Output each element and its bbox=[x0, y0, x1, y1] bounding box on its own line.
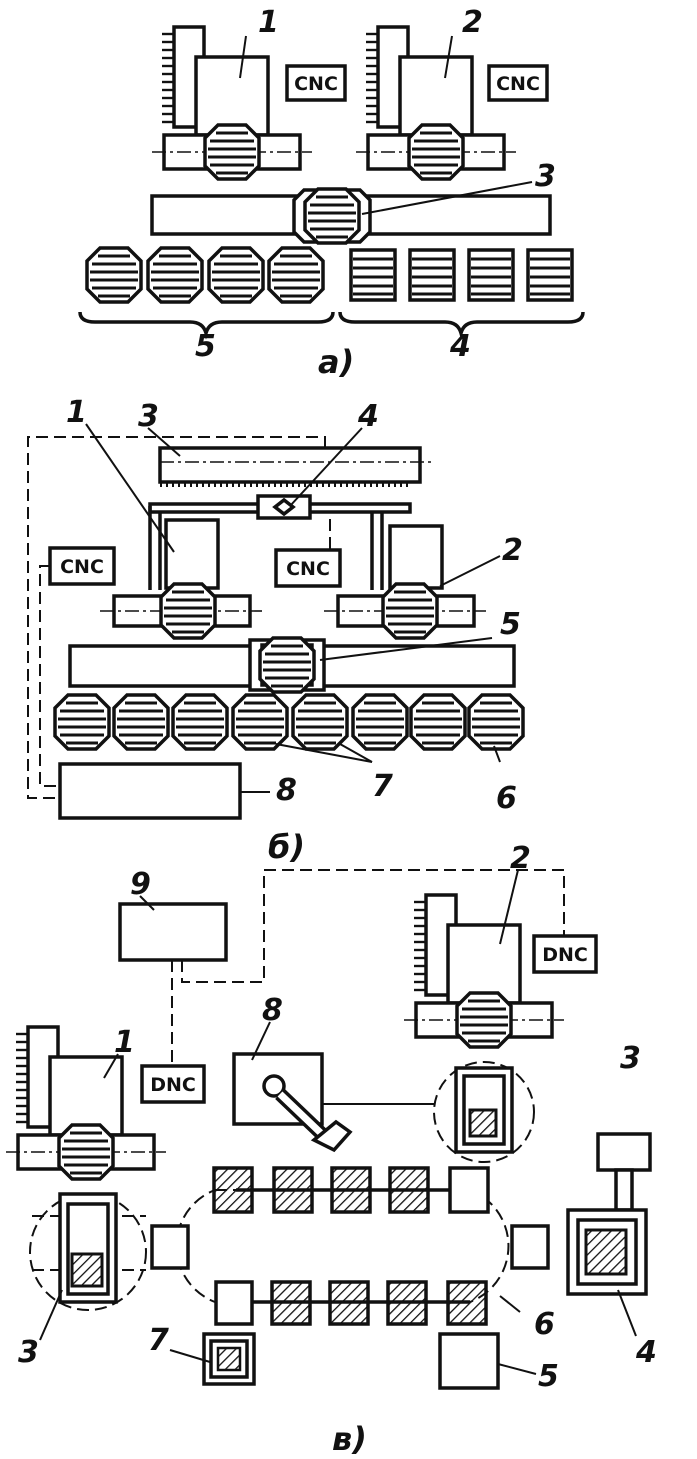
cnc-label-1-b: CNC bbox=[60, 556, 104, 578]
label-a-1: 1 bbox=[258, 5, 279, 40]
label-a-4: 4 bbox=[449, 329, 471, 364]
label-v-5: 5 bbox=[538, 1359, 559, 1394]
central-computer-9-v bbox=[118, 902, 228, 962]
robot-8-v bbox=[232, 1052, 353, 1153]
label-v-2: 2 bbox=[510, 841, 531, 876]
machine-tool-2-b bbox=[324, 524, 486, 640]
label-b-1: 1 bbox=[66, 395, 87, 430]
control-computer-8-b bbox=[58, 762, 242, 820]
transport-conveyor-b bbox=[68, 636, 516, 694]
label-b-5: 5 bbox=[500, 607, 521, 642]
cnc-label-2-b: CNC bbox=[286, 558, 330, 580]
label-a-2: 2 bbox=[462, 5, 483, 40]
cnc-controller-1-a bbox=[285, 64, 347, 102]
machine-tool-1-b bbox=[100, 518, 262, 640]
dnc-controller-1-v bbox=[140, 1064, 206, 1104]
label-b-7: 7 bbox=[372, 769, 393, 804]
finished-stock-a bbox=[349, 248, 574, 302]
part-a: CNC CNC 1 2 3 4 5 bbox=[78, 5, 585, 381]
label-b-8: 8 bbox=[276, 773, 297, 808]
gantry-rail-b bbox=[158, 446, 432, 487]
label-b-3: 3 bbox=[138, 399, 159, 434]
label-v-1: 1 bbox=[114, 1025, 135, 1060]
station-5-v bbox=[438, 1332, 500, 1390]
cnc-controller-2-b bbox=[274, 548, 342, 588]
dnc-controller-2-v bbox=[532, 934, 598, 974]
label-b-4: 4 bbox=[357, 399, 379, 434]
cnc-controller-1-b bbox=[48, 546, 116, 586]
pallet-changer-3-right-v bbox=[433, 1061, 535, 1163]
label-b-2: 2 bbox=[502, 533, 523, 568]
label-v-4: 4 bbox=[635, 1335, 657, 1370]
label-v-6: 6 bbox=[534, 1307, 555, 1342]
load-station-4-v bbox=[566, 1132, 652, 1296]
label-v-3-left: 3 bbox=[18, 1335, 39, 1370]
pallet-loop-6-v bbox=[150, 1166, 550, 1326]
caption-a: а) bbox=[318, 343, 354, 381]
station-7-v bbox=[202, 1332, 256, 1386]
label-a-3: 3 bbox=[535, 159, 556, 194]
label-v-8: 8 bbox=[262, 993, 283, 1028]
part-b: CNC CNC bbox=[27, 395, 525, 866]
dnc-label-2-v: DNC bbox=[542, 944, 588, 966]
machine-tool-2-a bbox=[356, 27, 516, 179]
gantry-carriage-b bbox=[256, 494, 312, 520]
caption-v: в) bbox=[332, 1420, 367, 1458]
pallet-changer-3-left-v bbox=[29, 1192, 147, 1311]
label-v-7: 7 bbox=[148, 1323, 169, 1358]
pallet-storage-b bbox=[53, 693, 525, 751]
blank-stock-a bbox=[85, 246, 325, 304]
label-b-6: 6 bbox=[496, 781, 517, 816]
cnc-controller-2-a bbox=[487, 64, 549, 102]
transport-conveyor-a bbox=[150, 187, 552, 245]
label-a-5: 5 bbox=[195, 329, 216, 364]
cnc-label-1-a: CNC bbox=[294, 73, 338, 95]
machine-tool-1-a bbox=[152, 27, 312, 179]
label-v-9: 9 bbox=[130, 867, 151, 902]
cnc-label-2-a: CNC bbox=[496, 73, 540, 95]
part-v: DNC DNC bbox=[6, 841, 657, 1458]
label-v-3-right: 3 bbox=[620, 1041, 641, 1076]
caption-b: б) bbox=[268, 828, 305, 866]
dnc-label-1-v: DNC bbox=[150, 1074, 196, 1096]
